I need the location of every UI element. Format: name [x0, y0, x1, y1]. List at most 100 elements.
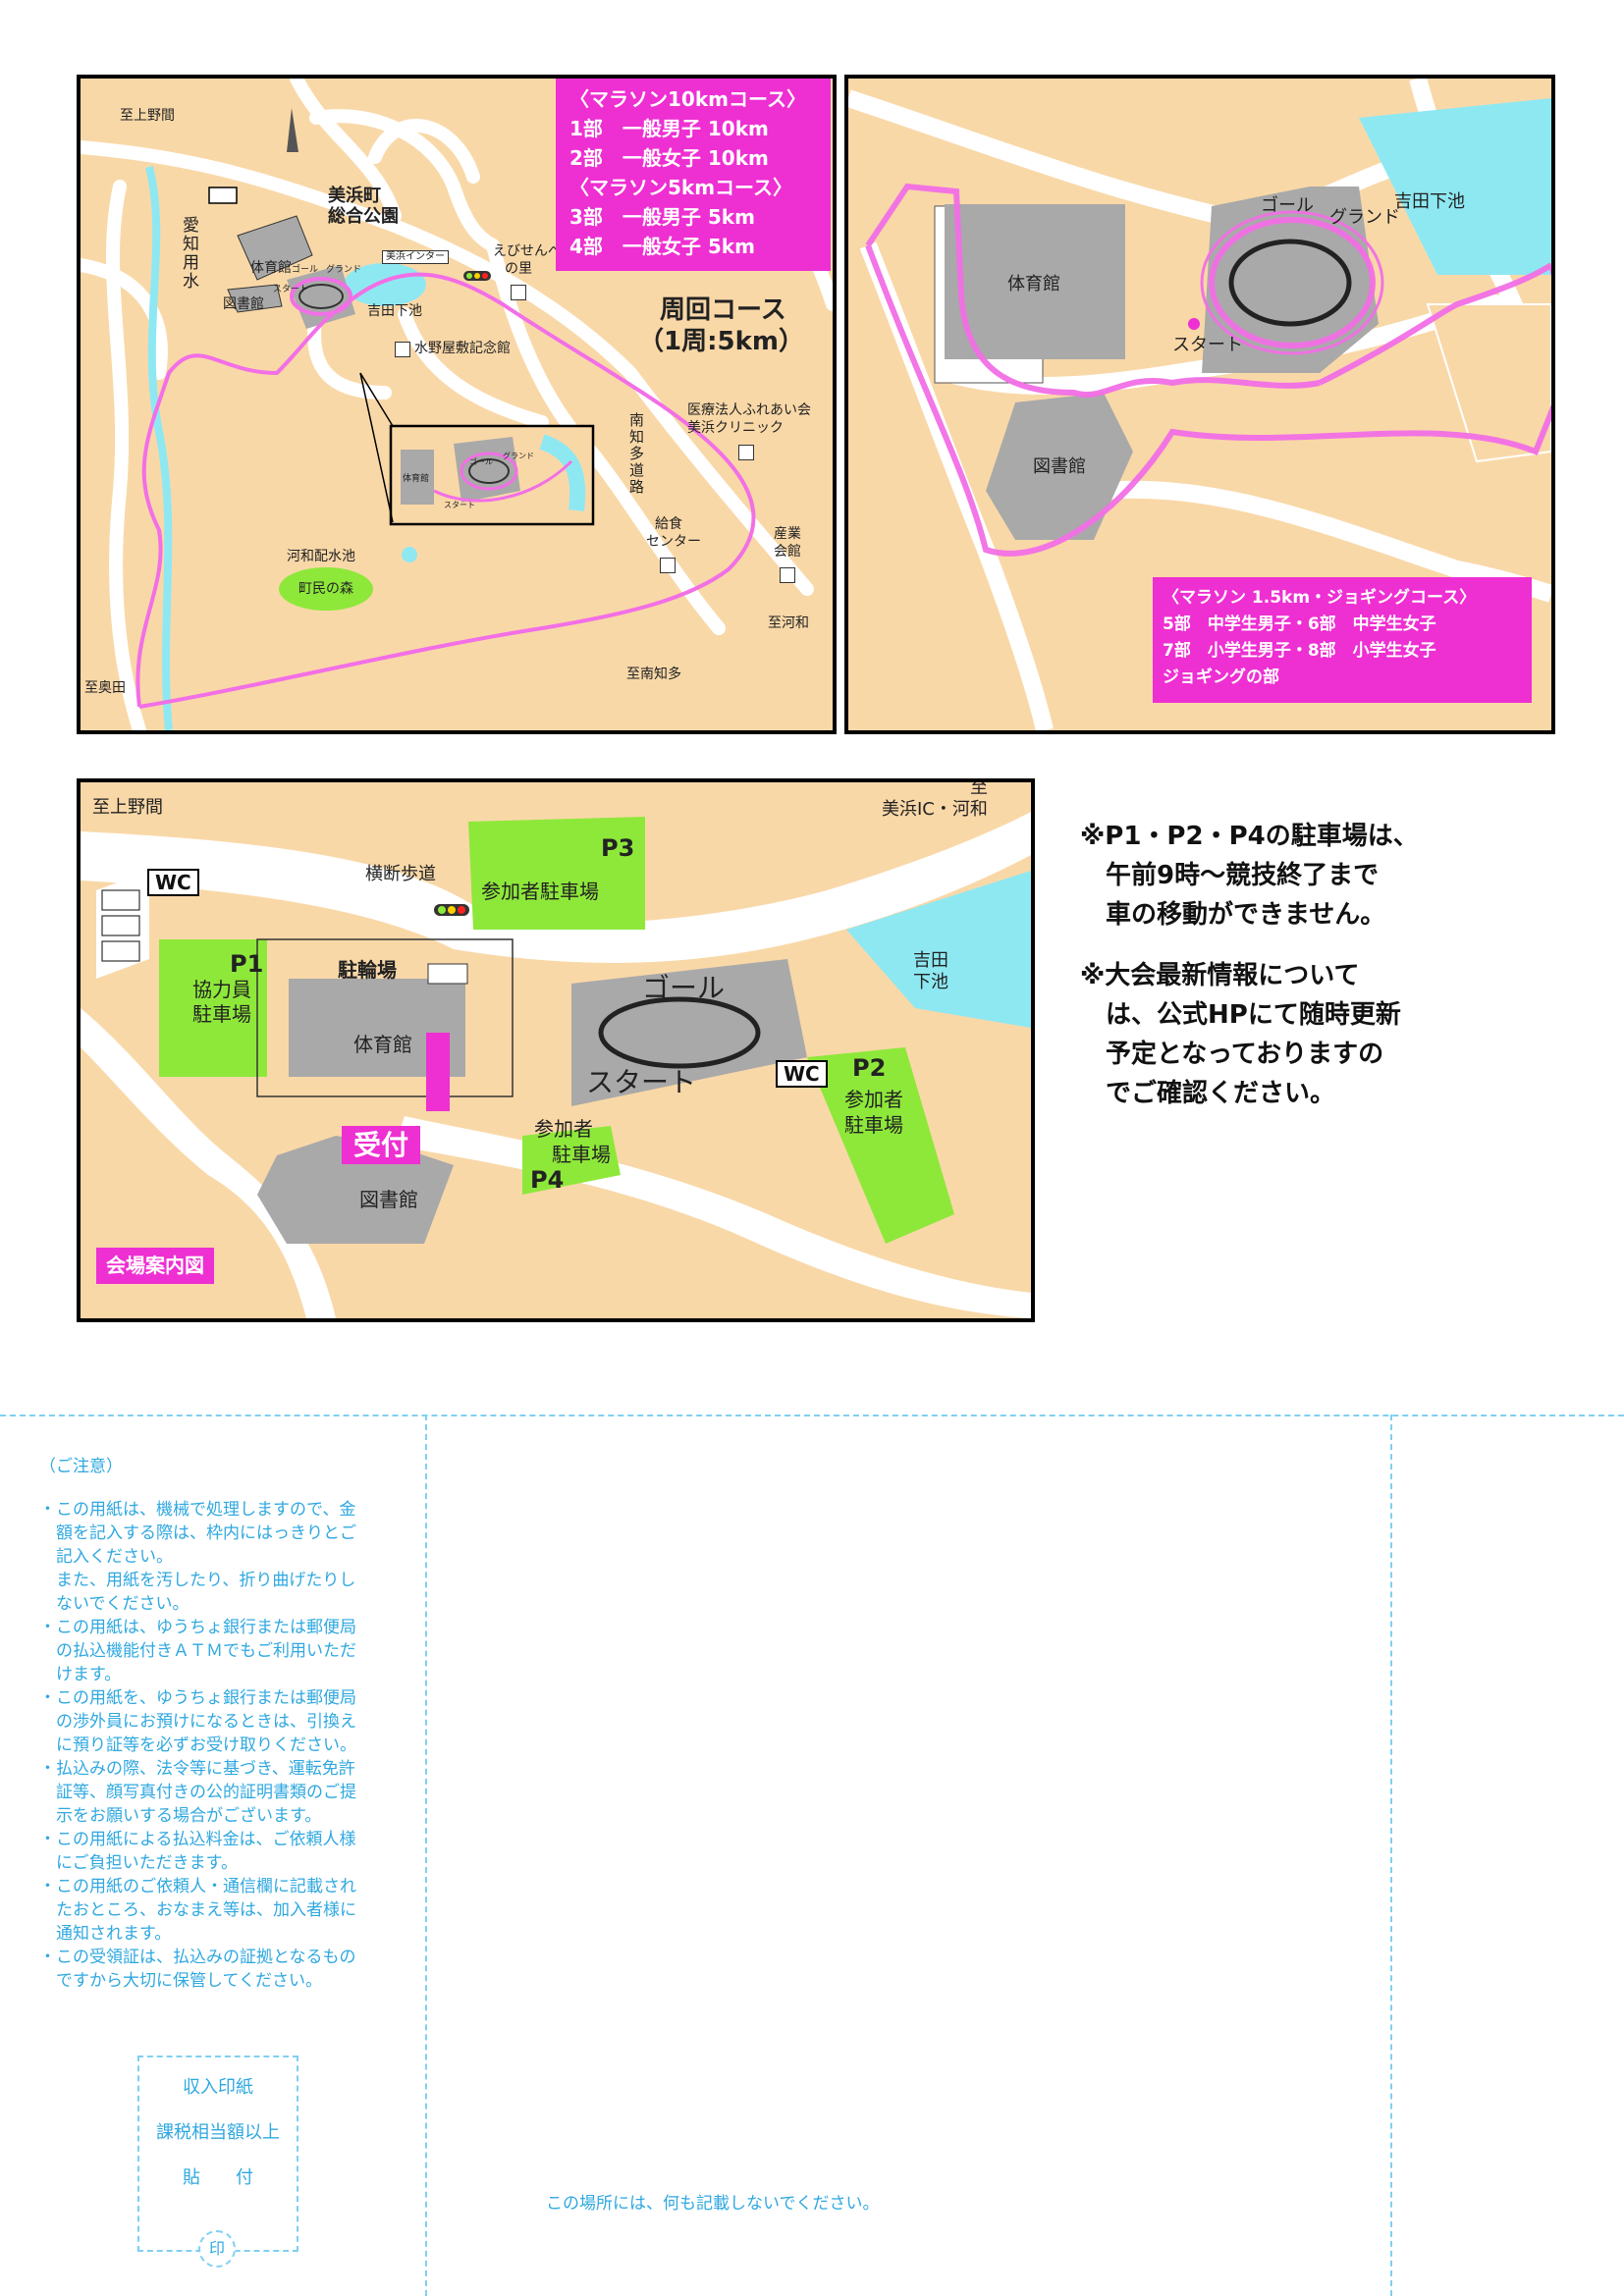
map1-to-kouwa: 至河和: [768, 615, 809, 631]
map1-kawawa-pond: 河和配水池: [287, 549, 355, 564]
caution-line: 示をお願いする場合がございます。: [39, 1806, 322, 1826]
map1-ebisenbei-line2: の里: [505, 261, 532, 277]
map1-inset-goal: ゴール: [469, 457, 493, 466]
stamp-line3: 貼 付: [183, 2167, 253, 2188]
legend-line: 5部 中学生男子・6部 中学生女子: [1163, 614, 1436, 634]
map3-p1-name-line2: 駐車場: [192, 1002, 251, 1026]
caution-title: （ご注意）: [39, 1457, 123, 1476]
cut-line-vertical-right: [1390, 1415, 1392, 2296]
caution-line: ですから大切に保管してください。: [39, 1971, 322, 1991]
legend-line: 〈マラソン5kmコース〉: [569, 176, 793, 199]
map2-library: 図書館: [1033, 456, 1086, 477]
caution-line: 記入ください。: [39, 1547, 173, 1567]
map1-ebisenbei-line1: えびせんべい: [493, 243, 575, 259]
map3-p2: P2: [852, 1054, 887, 1082]
reception-label: 受付: [342, 1126, 421, 1164]
wc-sign: WC: [147, 869, 199, 896]
map1-kyushoku-line2: センター: [646, 534, 701, 550]
map1-gym: 体育館: [250, 260, 292, 276]
map2-ground: グランド: [1329, 207, 1400, 228]
wc-sign: WC: [776, 1060, 828, 1088]
caution-line: 額を記入する際は、枠内にはっきりとご: [39, 1523, 356, 1543]
map1-to-minamichita: 至南知多: [626, 667, 681, 682]
legend-line: 7部 小学生男子・8部 小学生女子: [1163, 641, 1436, 661]
map1-inset-ground: グランド: [503, 452, 534, 460]
info-notice: ※大会最新情報について は、公式HPにて随時更新 予定となっておりますの でご確…: [1080, 956, 1401, 1113]
map3-yoshida-line1: 吉田: [913, 950, 948, 971]
revenue-stamp-box: 収入印紙 課税相当額以上 貼 付: [137, 2056, 298, 2252]
caution-line: の払込機能付きＡＴＭでもご利用いただ: [39, 1641, 356, 1661]
stamp-line2: 課税相当額以上: [156, 2122, 280, 2143]
caution-line: ・この用紙のご依頼人・通信欄に記載され: [39, 1877, 356, 1896]
map3-p3-name: 参加者駐車場: [481, 880, 599, 903]
map3-p2-name-line2: 駐車場: [844, 1113, 903, 1137]
map3-p4: P4: [530, 1166, 565, 1194]
map1-course-title-line2: （1周:5km）: [638, 327, 804, 356]
map1-inset-gym: 体育館: [403, 474, 430, 484]
map1-sangyo-line1: 産業: [774, 526, 801, 542]
map3-bike-parking: 駐輪場: [338, 958, 397, 982]
map1-goal: ゴール: [292, 265, 319, 275]
map3-p4-name-line2: 駐車場: [552, 1143, 611, 1166]
legend-line: 〈マラソン 1.5km・ジョギングコース〉: [1163, 588, 1477, 608]
legend-line: 1部 一般男子 10km: [569, 117, 769, 140]
short-course-map: 吉田下池 ゴール グランド 体育館 スタート 図書館 〈マラソン 1.5km・ジ…: [844, 75, 1555, 734]
notice-line: 午前9時～競技終了まで: [1080, 861, 1380, 890]
map3-p1: P1: [230, 950, 264, 978]
map3-p4-name-line1: 参加者: [534, 1117, 593, 1141]
map2-gym: 体育館: [1007, 274, 1060, 294]
map1-aichi-canal: 愛知用水: [179, 216, 198, 291]
notice-line: ※大会最新情報について: [1080, 961, 1360, 990]
map2-goal: ゴール: [1261, 195, 1314, 216]
caution-line: 証等、顔写真付きの公的証明書類のご提: [39, 1783, 356, 1802]
caution-line: ・この用紙による払込料金は、ご依頼人様: [39, 1830, 356, 1849]
map1-library: 図書館: [223, 296, 264, 312]
caution-line: ・この用紙は、機械で処理しますので、金: [39, 1500, 356, 1520]
map1-minamichita-road: 南知多道路: [627, 412, 645, 496]
map3-library: 図書館: [359, 1188, 418, 1211]
caution-line: ないでください。: [39, 1594, 189, 1614]
caution-line: けます。: [39, 1665, 122, 1684]
venue-map-title: 会場案内図: [96, 1248, 214, 1284]
map1-ebisenbei-marker: [511, 285, 526, 300]
venue-guide-map: 至上野間 至 美浜IC・河和 WC 横断歩道 P3 参加者駐車場 P1 協力員 …: [77, 778, 1035, 1322]
map1-mizuno-marker: [395, 342, 410, 357]
map1-to-okuda: 至奥田: [84, 680, 126, 696]
map1-sangyo-line2: 会館: [774, 544, 801, 560]
map1-park-name-line2: 総合公園: [328, 206, 399, 227]
map2-yoshida-pond: 吉田下池: [1394, 191, 1465, 212]
no-write-notice: この場所には、何も記載しないでください。: [546, 2194, 880, 2214]
map1-to-kaminoma: 至上野間: [120, 108, 175, 124]
notice-line: でご確認ください。: [1080, 1079, 1336, 1108]
map1-sangyo-marker: [780, 567, 795, 583]
map3-p3: P3: [601, 834, 635, 862]
notice-line: 予定となっておりますの: [1080, 1040, 1384, 1069]
map1-start: スタート: [273, 285, 309, 294]
map1-park-name-line1: 美浜町: [328, 186, 381, 206]
caution-line: ・この用紙を、ゆうちょ銀行または郵便局: [39, 1688, 356, 1708]
cut-line-vertical-left: [425, 1415, 427, 2296]
map3-start: スタート: [586, 1066, 697, 1098]
map1-course-title-line1: 周回コース: [660, 295, 786, 325]
map3-to-ic-line1: 至: [970, 778, 988, 798]
map1-mihama-ic: 美浜インター: [382, 250, 449, 264]
map1-chomin-forest: 町民の森: [298, 581, 353, 597]
notice-line: 車の移動ができません。: [1080, 900, 1386, 930]
map3-to-ic-line2: 美浜IC・河和: [882, 799, 988, 820]
caution-line: たおところ、おなまえ等は、加入者様に: [39, 1900, 356, 1920]
map1-yoshida-pond: 吉田下池: [367, 303, 422, 319]
notice-line: は、公式HPにて随時更新: [1080, 1000, 1401, 1030]
course-legend-box: 〈マラソン10kmコース〉 1部 一般男子 10km 2部 一般女子 10km …: [556, 79, 831, 271]
legend-line: ジョギングの部: [1163, 667, 1279, 687]
map1-clinic-marker: [738, 445, 754, 460]
map3-crosswalk: 横断歩道: [365, 864, 436, 884]
legend-line: 3部 一般男子 5km: [569, 205, 755, 229]
caution-line: の渉外員にお預けになるときは、引換え: [39, 1712, 356, 1732]
caution-line: に預り証等を必ずお受け取りください。: [39, 1735, 356, 1755]
map3-goal: ゴール: [642, 972, 726, 1004]
map3-p2-name-line1: 参加者: [844, 1088, 903, 1111]
caution-section: （ご注意） ・この用紙は、機械で処理しますので、金 額を記入する際は、枠内にはっ…: [39, 1455, 356, 1993]
map1-inset-start: スタート: [444, 501, 475, 509]
caution-line: 通知されます。: [39, 1924, 172, 1944]
map3-gym: 体育館: [353, 1033, 412, 1056]
